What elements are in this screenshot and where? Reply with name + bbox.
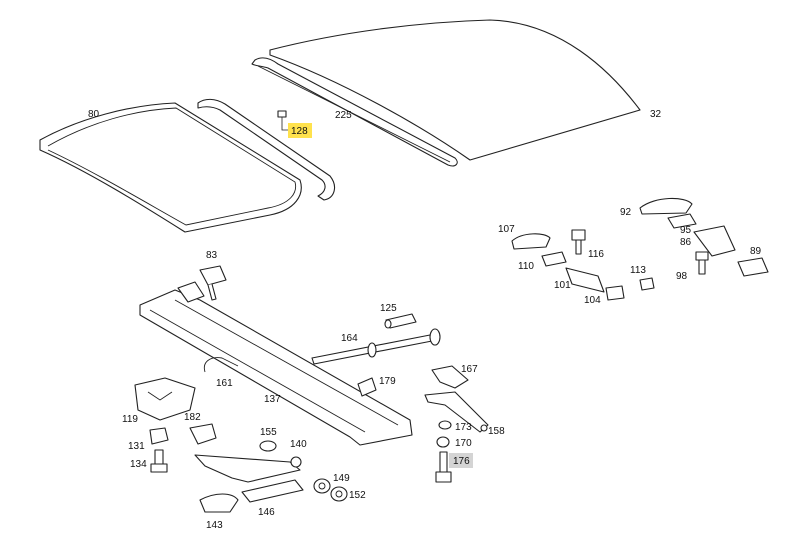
callout-110: 110 (518, 261, 534, 272)
callout-128: 128 (291, 126, 308, 137)
callout-107: 107 (498, 224, 515, 235)
callout-155: 155 (260, 427, 277, 438)
screw-116[interactable] (571, 229, 586, 255)
callout-225: 225 (335, 110, 352, 121)
pad-143[interactable] (199, 493, 239, 513)
callout-182: 182 (184, 412, 201, 423)
callout-179: 179 (379, 376, 396, 387)
callout-161: 161 (216, 378, 233, 389)
sunroof-frame-rail[interactable] (139, 281, 413, 446)
callout-134: 134 (130, 459, 147, 470)
callout-167: 167 (461, 364, 478, 375)
callout-149: 149 (333, 473, 350, 484)
roof-rail-rear[interactable] (251, 57, 458, 167)
callout-143: 143 (206, 520, 223, 531)
callout-113: 113 (630, 265, 646, 276)
callout-152: 152 (349, 490, 366, 501)
clip-104[interactable] (605, 285, 625, 301)
callout-95: 95 (680, 225, 692, 236)
screw-98[interactable] (695, 251, 709, 275)
bracket-101[interactable] (565, 267, 605, 293)
bushing-149[interactable] (313, 478, 331, 494)
callout-131: 131 (128, 441, 145, 452)
screw-134[interactable] (150, 449, 168, 473)
callout-140: 140 (290, 439, 307, 450)
roof-glass-panel[interactable] (39, 102, 302, 233)
bracket-83[interactable] (199, 265, 227, 301)
cap-92[interactable] (639, 197, 693, 215)
pad-110[interactable] (541, 251, 567, 267)
roof-seal-strip[interactable] (197, 98, 336, 201)
callout-170: 170 (455, 438, 472, 449)
ring-173[interactable] (438, 420, 452, 430)
callout-137: 137 (264, 394, 281, 405)
bracket-167[interactable] (431, 365, 469, 389)
callout-83: 83 (206, 250, 218, 261)
label-highlight-128 (288, 123, 312, 138)
callout-80: 80 (88, 109, 100, 120)
pad-95[interactable] (667, 213, 697, 229)
callout-104: 104 (584, 295, 601, 306)
pin-113[interactable] (639, 277, 655, 291)
nut-170[interactable] (436, 436, 450, 448)
clip-179[interactable] (357, 377, 377, 397)
callout-173: 173 (455, 422, 472, 433)
callout-92: 92 (620, 207, 632, 218)
callout-164: 164 (341, 333, 358, 344)
nut-131[interactable] (149, 427, 169, 445)
carrier-140[interactable] (194, 454, 302, 483)
arm-158[interactable] (424, 391, 489, 433)
callout-98: 98 (676, 271, 688, 282)
bracket-86[interactable] (693, 225, 736, 257)
bolt-176[interactable] (435, 451, 452, 483)
washer-155[interactable] (259, 440, 277, 452)
clip-89[interactable] (737, 257, 769, 277)
lift-mechanism-119[interactable] (134, 377, 196, 421)
cap-107[interactable] (511, 233, 551, 250)
callout-158: 158 (488, 426, 505, 437)
tube-125[interactable] (384, 313, 417, 329)
label-highlight-176 (449, 453, 473, 468)
cable-161[interactable] (203, 357, 239, 373)
callout-119: 119 (122, 414, 138, 425)
bushing-152[interactable] (330, 486, 348, 502)
callout-146: 146 (258, 507, 275, 518)
callout-32: 32 (650, 109, 662, 120)
callout-89: 89 (750, 246, 762, 257)
callout-176: 176 (453, 456, 470, 467)
outer-roof-panel[interactable] (269, 19, 641, 161)
callout-101: 101 (554, 280, 571, 291)
drive-rod-164[interactable] (311, 328, 441, 365)
slide-146[interactable] (241, 479, 304, 503)
callout-86: 86 (680, 237, 692, 248)
callout-116: 116 (588, 249, 604, 260)
callout-125: 125 (380, 303, 397, 314)
clip-182[interactable] (189, 423, 217, 445)
